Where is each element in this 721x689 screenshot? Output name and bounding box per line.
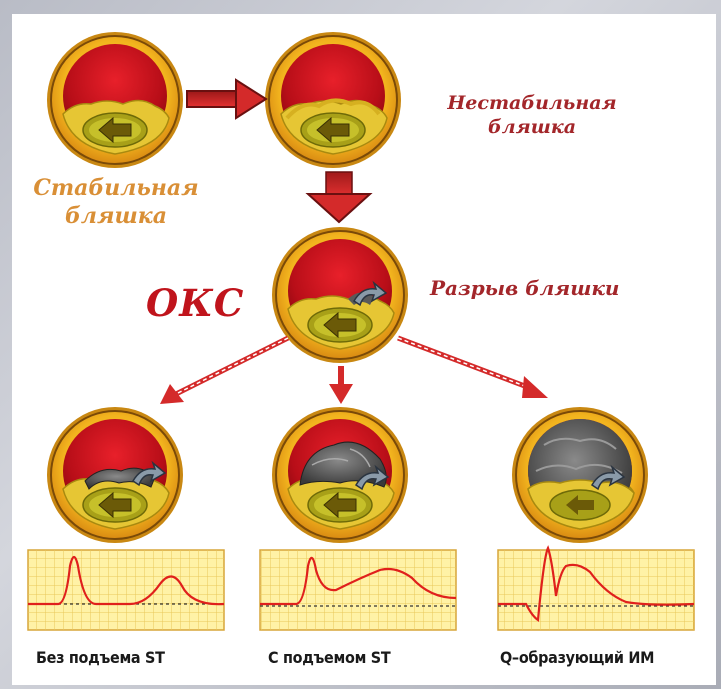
ecg-stemi [260,550,456,630]
label-oks: ОКС [146,280,244,326]
ecg-q-mi [498,548,694,630]
label-stable-plaque: Стабильная бляшка [26,175,206,230]
caption-q-wave-mi: Q–образующий ИМ [500,648,654,667]
vessel-rupture [272,227,408,363]
caption-st-elevation: С подъемом ST [268,648,390,667]
arrow-stable-to-unstable [186,80,266,118]
vessel-stemi [272,407,408,543]
label-unstable-plaque: Нестабильная бляшка [422,92,642,140]
label-plaque-rupture: Разрыв бляшки [430,276,619,301]
arrow-unstable-to-rupture [308,172,370,222]
vessel-q-mi [512,407,648,543]
ecg-nstemi [28,550,224,630]
caption-no-st-elevation: Без подъема ST [36,648,165,667]
vessel-nstemi [47,407,183,543]
vessel-stable [47,32,183,168]
vessel-unstable [265,32,401,168]
